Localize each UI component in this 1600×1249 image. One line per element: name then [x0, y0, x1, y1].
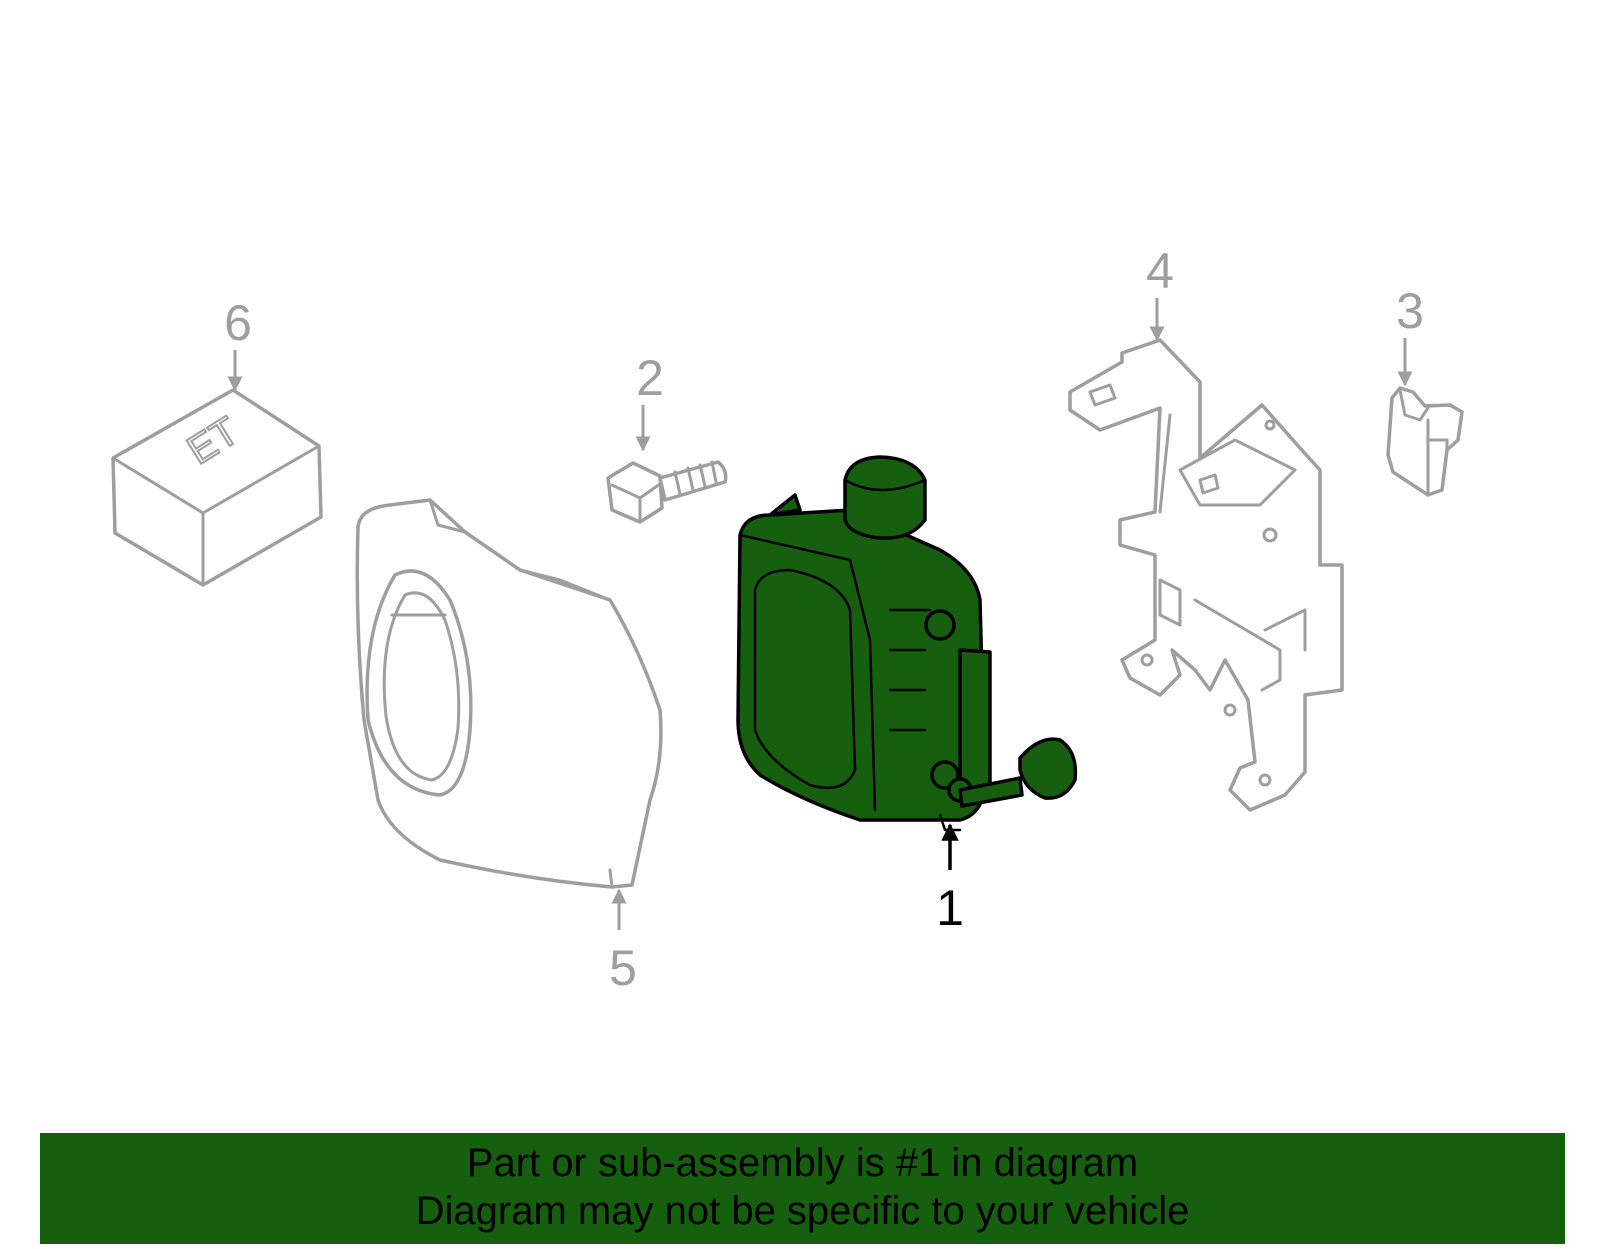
callout-4: 4 — [1146, 243, 1174, 299]
part-1-module — [736, 455, 1078, 832]
part-2-bolt — [606, 460, 728, 524]
callout-6: 6 — [224, 295, 252, 351]
footer-line-2: Diagram may not be specific to your vehi… — [415, 1189, 1190, 1233]
callout-1: 1 — [936, 880, 964, 936]
part-6-label-box: ET — [111, 388, 323, 587]
part-5-bezel — [355, 498, 663, 889]
footer-line-1: Part or sub-assembly is #1 in diagram — [466, 1141, 1139, 1185]
footer-banner: Part or sub-assembly is #1 in diagram Di… — [40, 1133, 1565, 1244]
callout-2: 2 — [636, 350, 664, 406]
callout-5: 5 — [609, 940, 637, 996]
part-4-bracket — [1068, 338, 1344, 812]
part-3-clip — [1386, 386, 1464, 497]
callout-3: 3 — [1396, 283, 1424, 339]
